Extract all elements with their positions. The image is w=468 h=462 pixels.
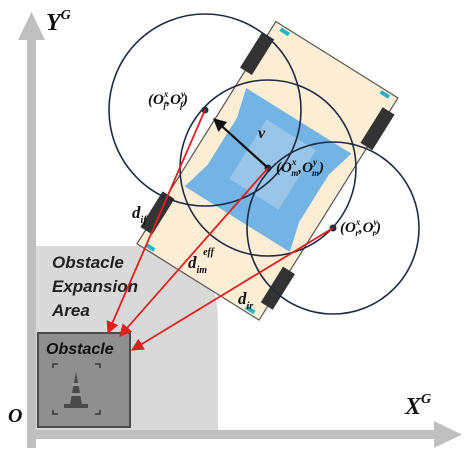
front-circle — [108, 13, 302, 207]
y-axis-label-sup: G — [61, 8, 71, 23]
distance-arrow-front — [106, 109, 206, 335]
x-axis-label: XG — [404, 392, 431, 420]
x-axis-arrowhead — [434, 421, 462, 448]
x-axis — [27, 430, 437, 439]
distance-label-middle: dimeff — [188, 247, 216, 276]
y-axis-arrowhead — [18, 12, 45, 40]
headlight-right — [379, 90, 391, 99]
x-axis-label-sup: G — [421, 392, 431, 407]
wheel-front-left — [240, 31, 275, 76]
distance-arrow-rear — [130, 227, 334, 351]
headlight-left — [279, 27, 291, 37]
origin-label: O — [8, 405, 22, 427]
obstacle-label: Obstacle — [46, 341, 114, 358]
distance-arrow-middle — [119, 167, 269, 337]
distance-label-rear: dir — [238, 289, 253, 312]
traffic-cone-icon — [52, 363, 101, 415]
wheel-front-right — [360, 107, 395, 151]
wheel-rear-right — [260, 266, 295, 310]
velocity-arrow — [213, 118, 269, 169]
rear-circle — [246, 141, 420, 315]
y-axis — [27, 36, 36, 448]
wheel-rear-left — [140, 191, 175, 235]
taillight-right — [244, 305, 256, 315]
taillight-left — [144, 242, 156, 252]
distance-label-front: dif — [132, 203, 148, 226]
y-axis-label: YG — [46, 8, 71, 36]
obstacle-box — [37, 332, 131, 428]
expansion-area-label: Obstacle Expansion Area — [51, 253, 143, 320]
velocity-label: v — [258, 125, 266, 142]
